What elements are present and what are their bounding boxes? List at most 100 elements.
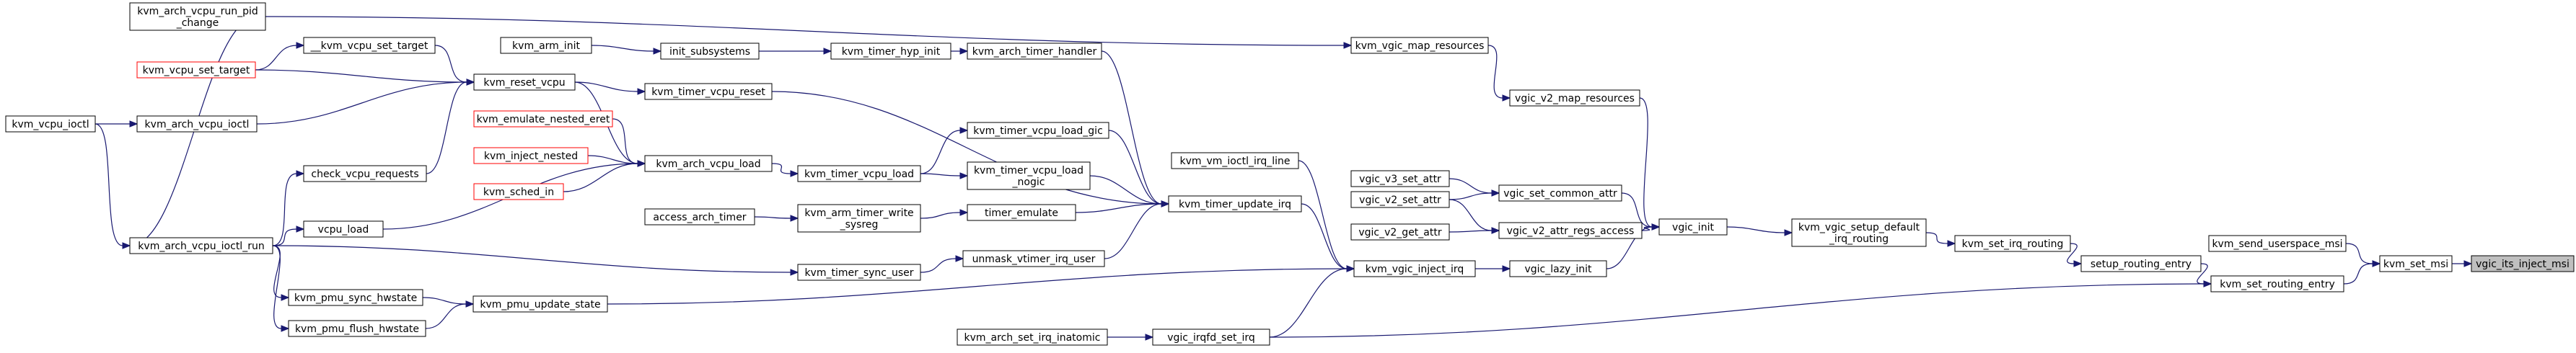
edge-arrowhead (1651, 223, 1661, 231)
edge-vgic-v2-map-resources-to-vgic-init (1639, 97, 1653, 228)
node-kvm-vcpu-set-target-internal[interactable]: __kvm_vcpu_set_target (303, 37, 436, 54)
node-label: kvm_vcpu_ioctl (12, 119, 89, 130)
node-box (473, 147, 589, 164)
node-vcpu-load[interactable]: vcpu_load (303, 220, 384, 238)
node-kvm-arch-vcpu-ioctl[interactable]: kvm_arch_vcpu_ioctl (136, 115, 258, 133)
node-box (1353, 260, 1476, 277)
node-vgic-its-inject-msi[interactable]: vgic_its_inject_msi (2471, 255, 2575, 272)
node-kvm-arch-vcpu-run-pid-change[interactable]: kvm_arch_vcpu_run_pid_change (129, 2, 266, 31)
node-check-vcpu-requests[interactable]: check_vcpu_requests (303, 165, 427, 182)
node-kvm-pmu-update-state[interactable]: kvm_pmu_update_state (472, 295, 608, 313)
node-kvm-timer-vcpu-load[interactable]: kvm_timer_vcpu_load (797, 165, 921, 182)
node-vgic-init[interactable]: vgic_init (1658, 218, 1728, 236)
node-label: kvm_arch_timer_handler (972, 46, 1097, 58)
node-kvm-reset-vcpu[interactable]: kvm_reset_vcpu (473, 73, 576, 91)
node-label: kvm_timer_vcpu_reset (651, 86, 765, 98)
edge-kvm-pmu-flush-hwstate-to-kvm-pmu-update-state (425, 303, 467, 329)
node-vgic-set-common-attr[interactable]: vgic_set_common_attr (1498, 184, 1622, 202)
node-label: vgic_set_common_attr (1503, 188, 1617, 200)
node-kvm-vm-ioctl-irq-line[interactable]: kvm_vm_ioctl_irq_line (1171, 152, 1299, 169)
node-box (303, 165, 427, 182)
node-kvm-timer-vcpu-load-gic[interactable]: kvm_timer_vcpu_load_gic (967, 122, 1109, 139)
node-box (967, 43, 1102, 60)
node-kvm-arch-set-irq-inatomic[interactable]: kvm_arch_set_irq_inatomic (957, 329, 1108, 346)
edge-kvm-set-irq-routing-to-setup-routing-entry (2067, 243, 2078, 264)
node-vgic-v2-set-attr[interactable]: vgic_v2_set_attr (1350, 191, 1450, 208)
node-kvm-timer-vcpu-reset[interactable]: kvm_timer_vcpu_reset (644, 83, 773, 100)
edge-arrowhead (122, 242, 131, 249)
node-kvm-timer-vcpu-load-nogic[interactable]: kvm_timer_vcpu_load_nogic (967, 161, 1091, 190)
edge-kvm-timer-vcpu-reset-to-kvm-timer-update-irq (771, 91, 1162, 205)
node-vgic-lazy-init[interactable]: vgic_lazy_init (1509, 260, 1607, 277)
node-kvm-sched-in[interactable]: kvm_sched_in (473, 183, 564, 200)
node-box (288, 289, 423, 306)
node-box (1498, 184, 1622, 202)
node-access-arch-timer[interactable]: access_arch_timer (644, 208, 755, 225)
node-label: kvm_arch_vcpu_run_pid (137, 6, 258, 17)
edge-vgic-lazy-init-to-vgic-init (1606, 226, 1653, 269)
node-init-subsystems[interactable]: init_subsystems (660, 43, 760, 60)
node-label: kvm_vm_ioctl_irq_line (1179, 156, 1290, 167)
node-kvm-vgic-inject-irq[interactable]: kvm_vgic_inject_irq (1353, 260, 1476, 277)
node-kvm-arm-timer-write-sysreg[interactable]: kvm_arm_timer_write_sysreg (797, 204, 921, 233)
edge-arrowhead (1145, 334, 1154, 341)
node-label: vgic_irqfd_set_irq (1167, 332, 1255, 344)
edge-kvm-vcpu-set-target-to-kvm-reset-vcpu (255, 69, 467, 83)
node-label: kvm_arm_timer_write (804, 207, 913, 219)
node-kvm-arch-vcpu-ioctl-run[interactable]: kvm_arch_vcpu_ioctl_run (129, 237, 273, 254)
node-vgic-irqfd-set-irq[interactable]: vgic_irqfd_set_irq (1152, 329, 1270, 346)
node-box (136, 115, 258, 133)
node-box (472, 295, 608, 313)
node-label: kvm_timer_vcpu_load_gic (973, 125, 1103, 137)
node-kvm-emulate-nested-eret[interactable]: kvm_emulate_nested_eret (473, 110, 613, 128)
edge-arrowhead (466, 79, 475, 86)
node-kvm-arm-init[interactable]: kvm_arm_init (500, 37, 592, 54)
node-vgic-v2-map-resources[interactable]: vgic_v2_map_resources (1509, 89, 1640, 107)
node-label: kvm_inject_nested (484, 151, 578, 162)
node-timer-emulate[interactable]: timer_emulate (967, 204, 1076, 221)
edge-vgic-set-common-attr-to-vgic-init (1621, 192, 1653, 228)
node-kvm-arch-vcpu-load[interactable]: kvm_arch_vcpu_load (644, 155, 773, 172)
node-kvm-pmu-sync-hwstate[interactable]: kvm_pmu_sync_hwstate (288, 289, 423, 306)
node-kvm-vgic-setup-default-irq-routing[interactable]: kvm_vgic_setup_default_irq_routing (1791, 218, 1927, 247)
node-kvm-pmu-flush-hwstate[interactable]: kvm_pmu_flush_hwstate (288, 320, 426, 337)
node-kvm-vcpu-ioctl[interactable]: kvm_vcpu_ioctl (5, 115, 96, 133)
node-vgic-v2-attr-regs-access[interactable]: vgic_v2_attr_regs_access (1498, 222, 1643, 239)
edge-arrowhead (790, 170, 799, 177)
node-kvm-timer-update-irq[interactable]: kvm_timer_update_irq (1168, 195, 1302, 213)
node-box (797, 264, 921, 281)
edge-kvm-arch-vcpu-run-pid-change-to-kvm-vgic-map-resources (265, 16, 1345, 46)
node-vgic-v2-get-attr[interactable]: vgic_v2_get_attr (1350, 223, 1450, 241)
node-kvm-vgic-map-resources[interactable]: kvm_vgic_map_resources (1350, 37, 1489, 54)
node-label: kvm_arch_set_irq_inatomic (964, 332, 1101, 344)
node-kvm-timer-sync-user[interactable]: kvm_timer_sync_user (797, 264, 921, 281)
node-label: _sysreg (840, 219, 879, 231)
node-label: __kvm_vcpu_set_target (310, 40, 428, 52)
edge-kvm-timer-vcpu-load-nogic-to-kvm-timer-update-irq (1089, 175, 1162, 205)
node-label: kvm_vgic_map_resources (1355, 40, 1485, 52)
edge-kvm-emulate-nested-eret-to-kvm-arch-vcpu-load (612, 118, 638, 164)
node-box (288, 320, 426, 337)
node-kvm-set-routing-entry[interactable]: kvm_set_routing_entry (2210, 275, 2344, 292)
edge-vgic-v2-attr-regs-access-to-vgic-init (1641, 226, 1653, 231)
node-label: kvm_arch_vcpu_ioctl (145, 119, 250, 130)
node-unmask-vtimer-irq-user[interactable]: unmask_vtimer_irq_user (962, 250, 1105, 267)
edge-kvm-timer-vcpu-load-to-kvm-timer-vcpu-load-nogic (920, 173, 961, 176)
node-kvm-timer-hyp-init[interactable]: kvm_timer_hyp_init (830, 43, 951, 60)
node-kvm-arch-timer-handler[interactable]: kvm_arch_timer_handler (967, 43, 1102, 60)
edge-kvm-arm-init-to-init-subsystems (591, 45, 654, 52)
node-box (1168, 195, 1302, 213)
node-box (136, 61, 256, 79)
node-setup-routing-entry[interactable]: setup_routing_entry (2080, 255, 2202, 272)
node-kvm-send-userspace-msi[interactable]: kvm_send_userspace_msi (2208, 235, 2347, 252)
node-kvm-vcpu-set-target[interactable]: kvm_vcpu_set_target (136, 61, 256, 79)
node-kvm-set-irq-routing[interactable]: kvm_set_irq_routing (1954, 235, 2071, 252)
node-vgic-v3-set-attr[interactable]: vgic_v3_set_attr (1350, 170, 1450, 187)
node-box (303, 37, 436, 54)
edge-arrowhead (296, 225, 305, 233)
edge-kvm-vm-ioctl-irq-line-to-kvm-vgic-inject-irq (1298, 160, 1348, 269)
node-kvm-set-msi[interactable]: kvm_set_msi (2379, 255, 2453, 272)
node-label: vgic_v2_get_attr (1358, 227, 1441, 238)
node-kvm-inject-nested[interactable]: kvm_inject_nested (473, 147, 589, 164)
edge-arrowhead (2463, 260, 2473, 267)
